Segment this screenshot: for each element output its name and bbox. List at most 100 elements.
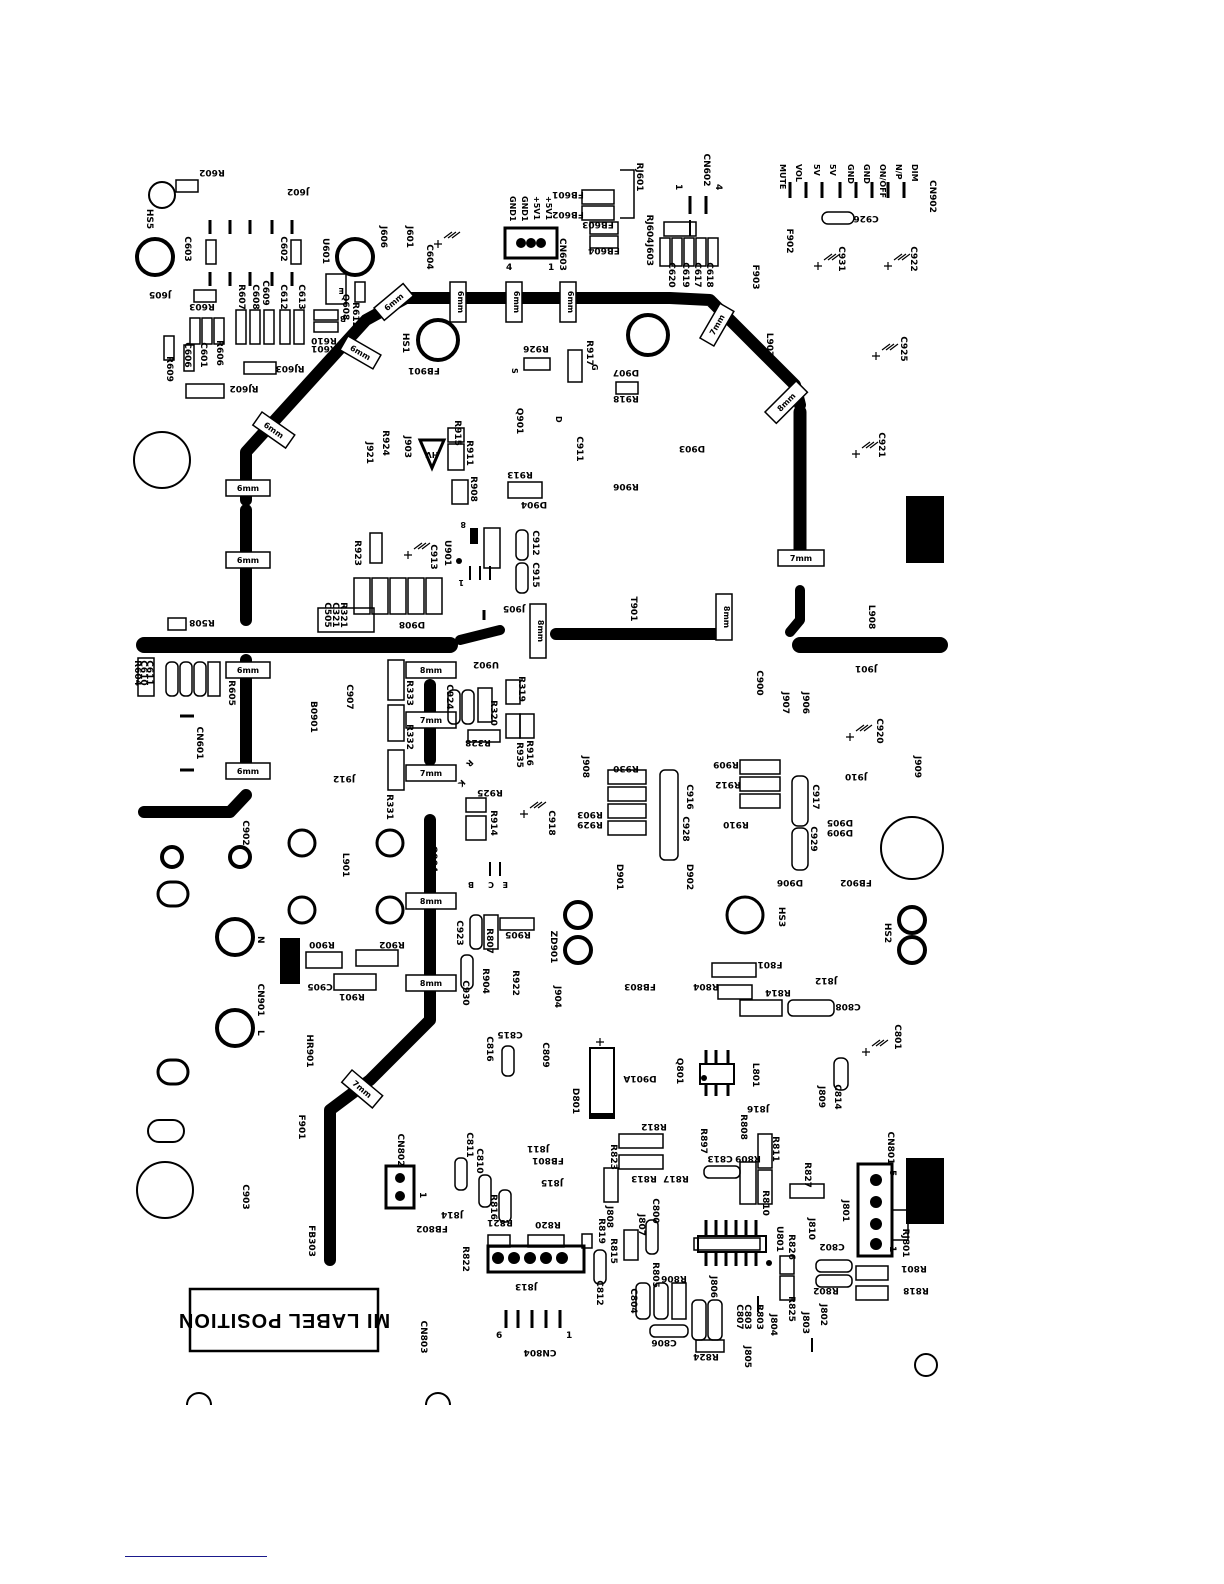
cn804-pin-first: 6	[496, 1331, 502, 1341]
ref-designator: C917	[810, 784, 820, 809]
ref-designator: FB901	[408, 365, 440, 375]
trace-width-label: 7mm	[420, 716, 442, 725]
ref-designator: R908	[468, 476, 478, 502]
ref-designator: D904	[521, 499, 547, 509]
ref-designator: J908	[580, 755, 590, 778]
ref-designator: J804	[768, 1313, 778, 1336]
ref-designator: R906	[613, 481, 639, 491]
pin-mark-k: K	[456, 778, 467, 789]
ref-designator: RJ601	[634, 162, 644, 191]
ref-designator: C808	[835, 1001, 860, 1011]
ref-designator: R904	[480, 968, 490, 994]
cn603-pin-label: +5V1	[532, 196, 541, 220]
ref-designator: HS3	[776, 907, 786, 927]
ref-designator: R897	[698, 1128, 708, 1154]
ref-designator: R930	[613, 763, 639, 773]
component-pins	[180, 182, 906, 1352]
ref-designator: R910	[723, 819, 749, 829]
ref-designator: FB803	[624, 981, 656, 991]
polarity-marks	[404, 231, 911, 1056]
ref-designator: C601	[198, 342, 208, 367]
ref-designator: R332	[404, 724, 414, 750]
ref-designator: D905	[827, 817, 853, 827]
ref-designator: C617	[692, 262, 702, 287]
cn902-pin-label: GND	[846, 164, 855, 184]
ref-designator: HS1	[400, 333, 410, 353]
pin-mark-b: B	[468, 880, 474, 889]
trace-width-label: 7mm	[790, 554, 812, 563]
ref-designator: U801	[774, 1226, 784, 1252]
pin-mark-c: C	[488, 880, 494, 889]
ref-designator: R319	[516, 676, 526, 702]
ref-designator: J904	[552, 985, 562, 1008]
trace-width-label: 6mm	[512, 291, 521, 313]
ref-designator: R601	[311, 343, 337, 353]
ref-designator: R922	[510, 970, 520, 996]
ref-designator: J905	[503, 603, 526, 613]
cn801-pin-first: 5	[887, 1170, 897, 1176]
ref-designator: RJ603	[275, 363, 304, 373]
ref-designator: D906	[777, 877, 803, 887]
ref-designator: FB603	[582, 219, 614, 229]
ref-designator: R917	[584, 340, 594, 366]
ref-designator: R821	[487, 1217, 513, 1227]
pin-mark-r: R	[464, 758, 475, 769]
ref-designator: J907	[780, 691, 790, 714]
ref-designator: FB601	[552, 189, 584, 199]
ref-designator: C922	[908, 246, 918, 271]
ref-designator: U601	[320, 238, 330, 264]
ref-designator: D901A	[623, 1073, 656, 1083]
ref-designator: C613	[296, 284, 306, 309]
ref-designator: R328	[465, 737, 491, 747]
ref-designator: C905	[307, 981, 332, 991]
ref-designator: C930	[460, 980, 470, 1005]
ref-designator: J805	[742, 1345, 752, 1368]
ref-designator: R809	[735, 1153, 761, 1163]
ref-designator: R333	[404, 680, 414, 706]
ref-designator: R822	[460, 1246, 470, 1272]
cn602-ref: CN602	[701, 154, 711, 187]
ref-designator: J814	[441, 1209, 464, 1219]
pin-mark-b: B	[340, 314, 346, 323]
ref-designator: R912	[715, 779, 741, 789]
ref-designator: FB602	[552, 209, 584, 219]
ref-designator: C900	[754, 670, 764, 695]
ref-designator: FB802	[416, 1223, 448, 1233]
ref-designator: C903	[240, 1184, 250, 1209]
ref-designator: R805	[650, 1262, 660, 1288]
ref-designator: C803	[742, 1304, 752, 1329]
label-position-text: MI LABEL POSITION	[178, 1309, 390, 1331]
ref-designator: D901	[614, 864, 624, 890]
trace-width-label: 6mm	[566, 291, 575, 313]
ref-designator: R804	[693, 981, 719, 991]
ref-designator: J815	[541, 1177, 564, 1187]
pin-mark-e: E	[339, 286, 344, 295]
cn603-pin-label: GND1	[508, 196, 517, 222]
ref-designator: C916	[684, 784, 694, 809]
ref-designator: C907	[344, 684, 354, 709]
cn902-ref: CN902	[927, 180, 937, 213]
ref-designator: R915	[452, 420, 462, 446]
hv-warning-icon: HV	[417, 438, 447, 472]
ref-designator: B0901	[308, 701, 318, 733]
ref-designator: C321	[330, 602, 340, 627]
ref-designator: R811	[770, 1136, 780, 1162]
ref-designator: R321	[338, 602, 348, 628]
ref-designator: R803	[754, 1304, 764, 1330]
ref-designator: J816	[747, 1103, 770, 1113]
ref-designator: C924	[444, 684, 454, 709]
ref-designator: J912	[333, 773, 356, 783]
ref-designator: C913	[428, 544, 438, 569]
pin-mark-8: 8	[460, 520, 466, 529]
ref-designator: C915	[530, 562, 540, 587]
cn902-pin-label: VOL	[794, 164, 803, 182]
ref-designator: R331	[384, 794, 394, 820]
ref-designator: L908	[866, 605, 876, 630]
cn901-ref: CN901	[255, 984, 265, 1017]
ref-designator: R825	[786, 1296, 796, 1322]
ref-designator: R801	[901, 1263, 927, 1273]
ref-designator: RJ801	[900, 1228, 910, 1257]
connector-holes	[395, 238, 882, 1264]
